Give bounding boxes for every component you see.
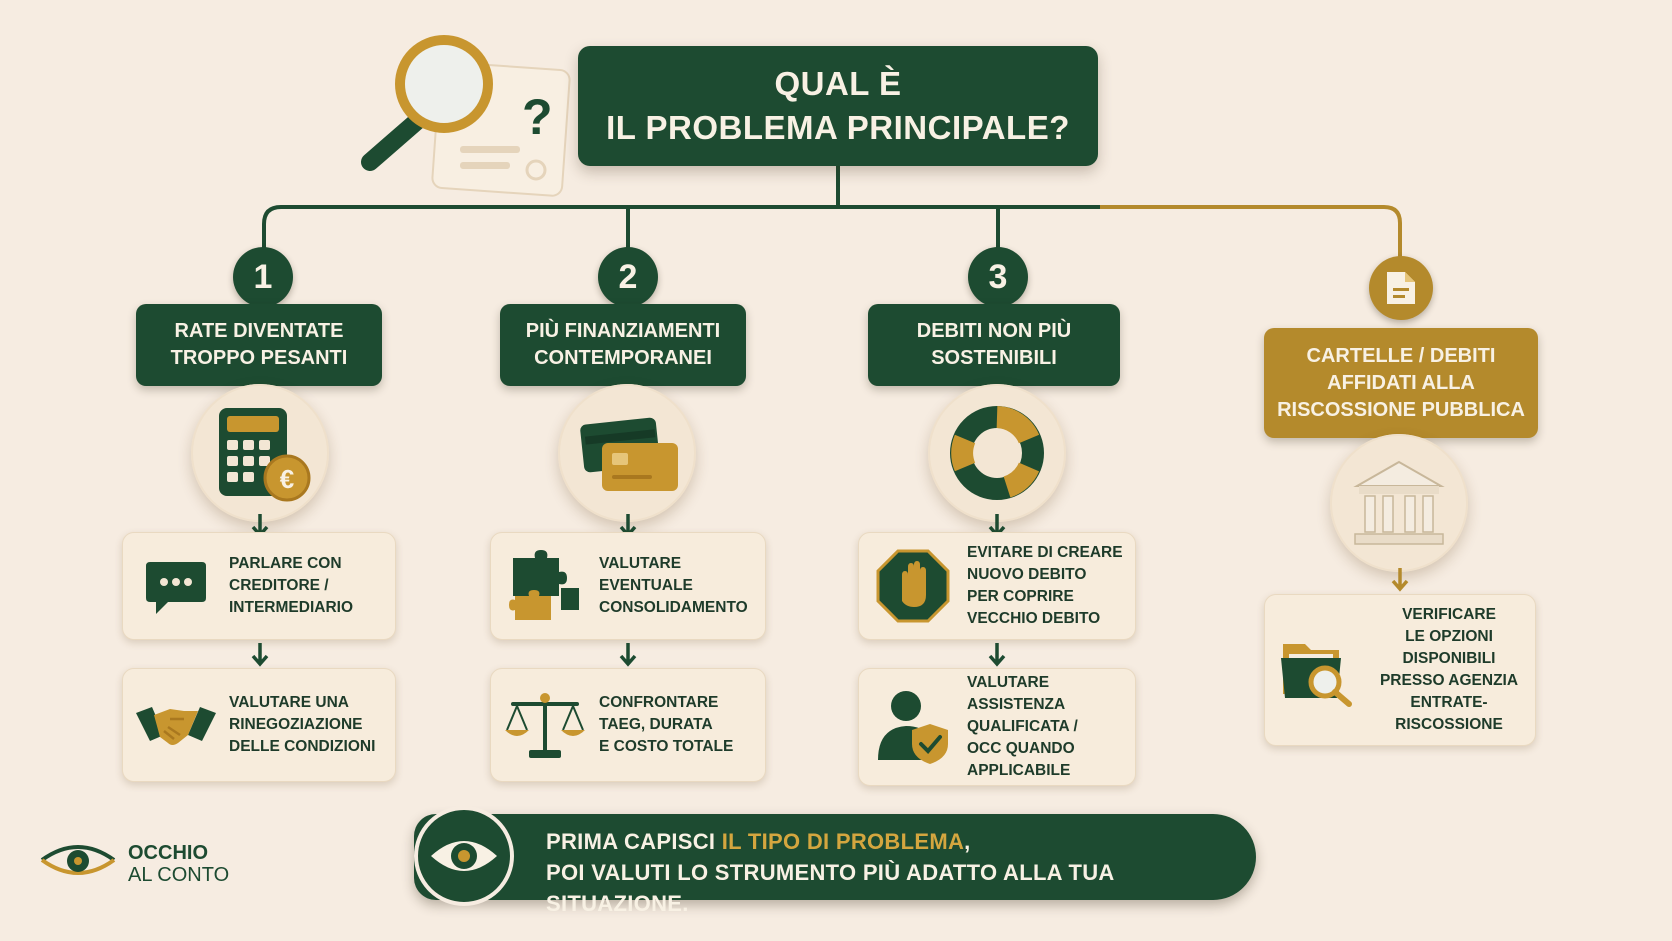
category-line: SOSTENIBILI bbox=[931, 347, 1057, 369]
arrow-down-icon bbox=[1391, 568, 1409, 592]
action-card-4a: VERIFICARE LE OPZIONI DISPONIBILI PRESSO… bbox=[1264, 594, 1536, 746]
banner-part-2: , bbox=[964, 829, 971, 854]
brand-logo-mark bbox=[38, 840, 118, 886]
category-line: RISCOSSIONE PUBBLICA bbox=[1277, 398, 1525, 421]
action-card-2a: VALUTARE EVENTUALE CONSOLIDAMENTO bbox=[490, 532, 766, 640]
card-line: CONSOLIDAMENTO bbox=[599, 599, 748, 616]
icon-circle-1: € bbox=[191, 384, 329, 522]
card-line: PER COPRIRE bbox=[967, 588, 1074, 605]
card-line: CREDITORE / bbox=[229, 577, 329, 594]
card-line: EVENTUALE bbox=[599, 577, 693, 594]
key-message-text: PRIMA CAPISCI IL TIPO DI PROBLEMA, POI V… bbox=[546, 826, 1246, 919]
action-card-2b: CONFRONTARE TAEG, DURATA E COSTO TOTALE bbox=[490, 668, 766, 782]
card-line: PRESSO AGENZIA bbox=[1379, 672, 1519, 689]
category-box-4: CARTELLE / DEBITI AFFIDATI ALLA RISCOSSI… bbox=[1264, 328, 1538, 438]
brand-logo-text: OCCHIO AL CONTO bbox=[128, 842, 229, 886]
puzzle-icon bbox=[509, 550, 579, 620]
main-question-title: QUAL È IL PROBLEMA PRINCIPALE? bbox=[578, 46, 1098, 166]
eye-icon bbox=[431, 841, 497, 871]
icon-circle-3 bbox=[928, 384, 1066, 522]
card-line: CONFRONTARE bbox=[599, 694, 719, 711]
key-message-banner bbox=[414, 814, 1256, 900]
card-line: PARLARE CON bbox=[229, 555, 342, 572]
card-line: DISPONIBILI bbox=[1402, 650, 1496, 667]
svg-text:€: € bbox=[280, 464, 294, 494]
magnifier-question-illustration: ? bbox=[356, 22, 586, 202]
category-box-3: DEBITI NON PIÙ SOSTENIBILI bbox=[868, 304, 1120, 386]
card-line: VERIFICARE bbox=[1402, 606, 1496, 623]
card-line: VALUTARE bbox=[967, 674, 1050, 691]
banner-highlight: IL TIPO DI PROBLEMA bbox=[721, 829, 965, 854]
svg-text:?: ? bbox=[522, 89, 553, 145]
card-line: APPLICABILE bbox=[967, 762, 1071, 779]
card-line: INTERMEDIARIO bbox=[229, 599, 353, 616]
document-icon bbox=[1387, 272, 1415, 304]
title-line-2: IL PROBLEMA PRINCIPALE? bbox=[606, 109, 1070, 146]
action-card-3b: VALUTARE ASSISTENZA QUALIFICATA / OCC QU… bbox=[858, 668, 1136, 786]
card-line: LE OPZIONI bbox=[1405, 628, 1493, 645]
card-line: VALUTARE bbox=[599, 555, 682, 572]
card-line: VALUTARE UNA bbox=[229, 694, 349, 711]
eye-logo-icon bbox=[40, 845, 116, 875]
card-line: NUOVO DEBITO bbox=[967, 566, 1087, 583]
magnifier-icon bbox=[361, 35, 493, 171]
card-line: OCC QUANDO bbox=[967, 740, 1075, 757]
step-badge-2: 2 bbox=[598, 247, 658, 307]
banner-line-1: PRIMA CAPISCI IL TIPO DI PROBLEMA, bbox=[546, 826, 1246, 857]
card-line: RINEGOZIAZIONE bbox=[229, 716, 363, 733]
logo-line-2: AL CONTO bbox=[128, 864, 230, 886]
category-line: RATE DIVENTATE bbox=[174, 320, 344, 342]
action-card-1a: PARLARE CON CREDITORE / INTERMEDIARIO bbox=[122, 532, 396, 640]
card-line: EVITARE DI CREARE bbox=[967, 544, 1123, 561]
calculator-euro-icon: € bbox=[219, 408, 311, 502]
category-line: CARTELLE / DEBITI bbox=[1306, 344, 1496, 367]
category-box-1: RATE DIVENTATE TROPPO PESANTI bbox=[136, 304, 382, 386]
icon-circle-2 bbox=[558, 384, 696, 522]
banner-part-1: PRIMA CAPISCI bbox=[546, 829, 722, 854]
card-line: ENTRATE-RISCOSSIONE bbox=[1395, 694, 1503, 733]
scales-icon bbox=[505, 693, 585, 758]
card-line: E COSTO TOTALE bbox=[599, 738, 734, 755]
arrow-down-icon bbox=[988, 643, 1006, 667]
card-line: VECCHIO DEBITO bbox=[967, 610, 1101, 627]
category-line: AFFIDATI ALLA bbox=[1327, 371, 1475, 394]
category-box-2: PIÙ FINANZIAMENTI CONTEMPORANEI bbox=[500, 304, 746, 386]
stop-hand-icon bbox=[876, 549, 950, 623]
lifebuoy-icon bbox=[950, 406, 1044, 500]
folder-search-icon bbox=[1281, 644, 1352, 707]
bank-building-icon bbox=[1353, 460, 1445, 545]
title-line-1: QUAL È bbox=[774, 65, 902, 102]
card-line: DELLE CONDIZIONI bbox=[229, 738, 376, 755]
logo-line-1: OCCHIO bbox=[128, 842, 208, 864]
step-badge-3: 3 bbox=[968, 247, 1028, 307]
category-line: PIÙ FINANZIAMENTI bbox=[525, 320, 721, 342]
action-card-3a: EVITARE DI CREARE NUOVO DEBITO PER COPRI… bbox=[858, 532, 1136, 640]
category-line: DEBITI NON PIÙ bbox=[916, 320, 1072, 342]
eye-badge bbox=[414, 806, 514, 906]
card-line: ASSISTENZA bbox=[967, 696, 1066, 713]
credit-cards-icon bbox=[580, 417, 678, 491]
category-line: TROPPO PESANTI bbox=[170, 347, 348, 369]
arrow-down-icon bbox=[619, 643, 637, 667]
icon-circle-4 bbox=[1330, 434, 1468, 572]
banner-line-2: POI VALUTI LO STRUMENTO PIÙ ADATTO ALLA … bbox=[546, 860, 1114, 916]
person-shield-icon bbox=[878, 691, 948, 764]
arrow-down-icon bbox=[251, 643, 269, 667]
card-line: QUALIFICATA / bbox=[967, 718, 1078, 735]
card-line: TAEG, DURATA bbox=[599, 716, 713, 733]
category-line: CONTEMPORANEI bbox=[534, 347, 712, 369]
chat-bubble-icon bbox=[146, 562, 206, 614]
handshake-icon bbox=[136, 707, 216, 745]
action-card-1b: VALUTARE UNA RINEGOZIAZIONE DELLE CONDIZ… bbox=[122, 668, 396, 782]
step-badge-4 bbox=[1369, 256, 1433, 320]
step-badge-1: 1 bbox=[233, 247, 293, 307]
